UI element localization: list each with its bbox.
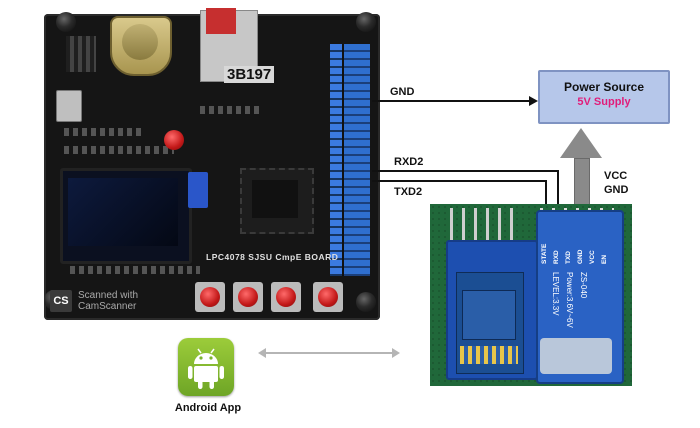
user-button	[200, 287, 220, 307]
android-robot-icon	[188, 348, 224, 389]
txd-wire	[372, 180, 546, 182]
model-text: ZS-040	[579, 272, 588, 299]
pin-label-gnd: GND	[577, 249, 584, 264]
pin-label-state: STATE	[541, 243, 548, 264]
pin-label-rxd: RXD	[553, 250, 560, 264]
chip-marking: 3B197	[224, 66, 275, 83]
jumper	[188, 172, 208, 208]
android-app-label: Android App	[174, 402, 242, 414]
bluetooth-module-pins	[450, 208, 522, 242]
gpio-header	[342, 44, 370, 276]
power-range-text: Power:3.6V~6V	[565, 272, 574, 328]
txd-wire-vertical	[545, 180, 547, 210]
vcc-label: VCC	[604, 170, 628, 182]
level-text: LEVEL:3.3V	[551, 272, 560, 316]
rxd-label: RXD2	[394, 156, 424, 168]
standoff	[356, 292, 376, 312]
sd-card	[206, 8, 236, 34]
power-source-title: Power Source	[563, 80, 645, 94]
rxd-wire	[372, 170, 558, 172]
component-row	[70, 266, 200, 274]
gnd-power-label: GND	[604, 184, 629, 196]
txd-label: TXD2	[394, 186, 423, 198]
mcu-chip	[252, 180, 298, 218]
power-supply-label: 5V Supply	[577, 96, 631, 108]
oled-glass	[68, 178, 178, 246]
pin-label-txd: TXD	[565, 251, 572, 264]
jtag-header	[66, 36, 96, 72]
power-source-box: Power Source 5V Supply	[538, 70, 670, 124]
bluetooth-module-cap	[540, 338, 612, 374]
component-row	[64, 128, 144, 136]
wireless-link-arrow-left	[258, 348, 266, 358]
gnd-arrowhead	[529, 96, 538, 106]
user-button	[318, 287, 338, 307]
usb-port	[56, 90, 82, 122]
component-row	[200, 106, 260, 114]
camscanner-logo: CS	[50, 290, 72, 312]
rxd-wire-vertical	[557, 170, 559, 210]
power-arrow-head	[560, 128, 602, 158]
wireless-link-line	[264, 352, 394, 354]
hc05-antenna	[460, 346, 518, 364]
user-button	[238, 287, 258, 307]
coin-battery	[122, 24, 158, 60]
gnd-label: GND	[390, 86, 415, 98]
reset-button	[164, 130, 184, 150]
gpio-header-inner	[330, 44, 342, 276]
hc05-shield	[462, 290, 516, 340]
watermark-text: Scanned with CamScanner	[78, 290, 139, 312]
user-button	[276, 287, 296, 307]
standoff	[56, 12, 76, 32]
pin-label-en: EN	[601, 254, 608, 264]
power-arrow-shaft	[574, 158, 590, 208]
component-row	[64, 146, 174, 154]
gnd-wire	[372, 100, 532, 102]
wireless-link-arrow-right	[392, 348, 400, 358]
android-app-icon	[178, 338, 234, 396]
board-silkscreen: LPC4078 SJSU CmpE BOARD	[206, 252, 339, 262]
standoff	[356, 12, 376, 32]
pin-label-vcc: VCC	[589, 250, 596, 264]
